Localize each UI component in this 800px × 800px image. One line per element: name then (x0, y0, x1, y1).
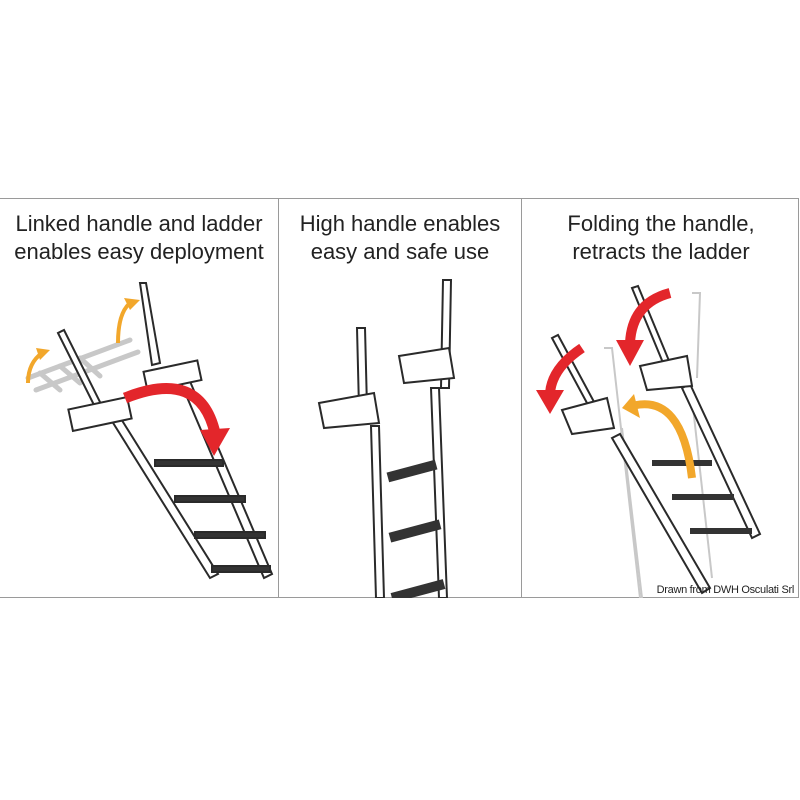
caption-line: enables easy deployment (14, 239, 264, 264)
panel-caption: Linked handle and ladder enables easy de… (0, 210, 278, 266)
ladder-deploy-illustration (25, 282, 274, 580)
red-arrow-icon (616, 288, 672, 366)
panel-folding-handle: Folding the handle, retracts the ladder (521, 198, 800, 598)
ladder-retract-illustration (536, 284, 762, 598)
ladder (550, 284, 762, 595)
caption-line: High handle enables (299, 211, 501, 236)
caption-line: easy and safe use (310, 239, 490, 264)
caption-line: retracts the ladder (572, 239, 750, 264)
caption-line: Folding the handle, (567, 211, 755, 236)
ladder (317, 279, 456, 598)
ladder-high-handle-illustration (317, 279, 456, 598)
ladder-steps (154, 459, 271, 573)
panel-caption: Folding the handle, retracts the ladder (522, 210, 800, 266)
orange-arrowhead-icon (36, 348, 50, 360)
ladder (56, 282, 274, 580)
ghost-ladder (25, 337, 141, 393)
panel-caption: High handle enables easy and safe use (279, 210, 521, 266)
orange-arrowhead-icon (124, 298, 140, 310)
panel-linked-handle: Linked handle and ladder enables easy de… (0, 198, 278, 598)
orange-arrow-icon (622, 394, 696, 479)
ladder-steps (386, 459, 446, 598)
red-arrow-icon (536, 343, 585, 414)
credit-text: Drawn from DWH Osculati Srl (656, 584, 795, 596)
caption-line: Linked handle and ladder (15, 211, 263, 236)
ladder-steps (652, 460, 752, 534)
red-arrow-icon (122, 383, 230, 456)
panel-high-handle: High handle enables easy and safe use (278, 198, 521, 598)
